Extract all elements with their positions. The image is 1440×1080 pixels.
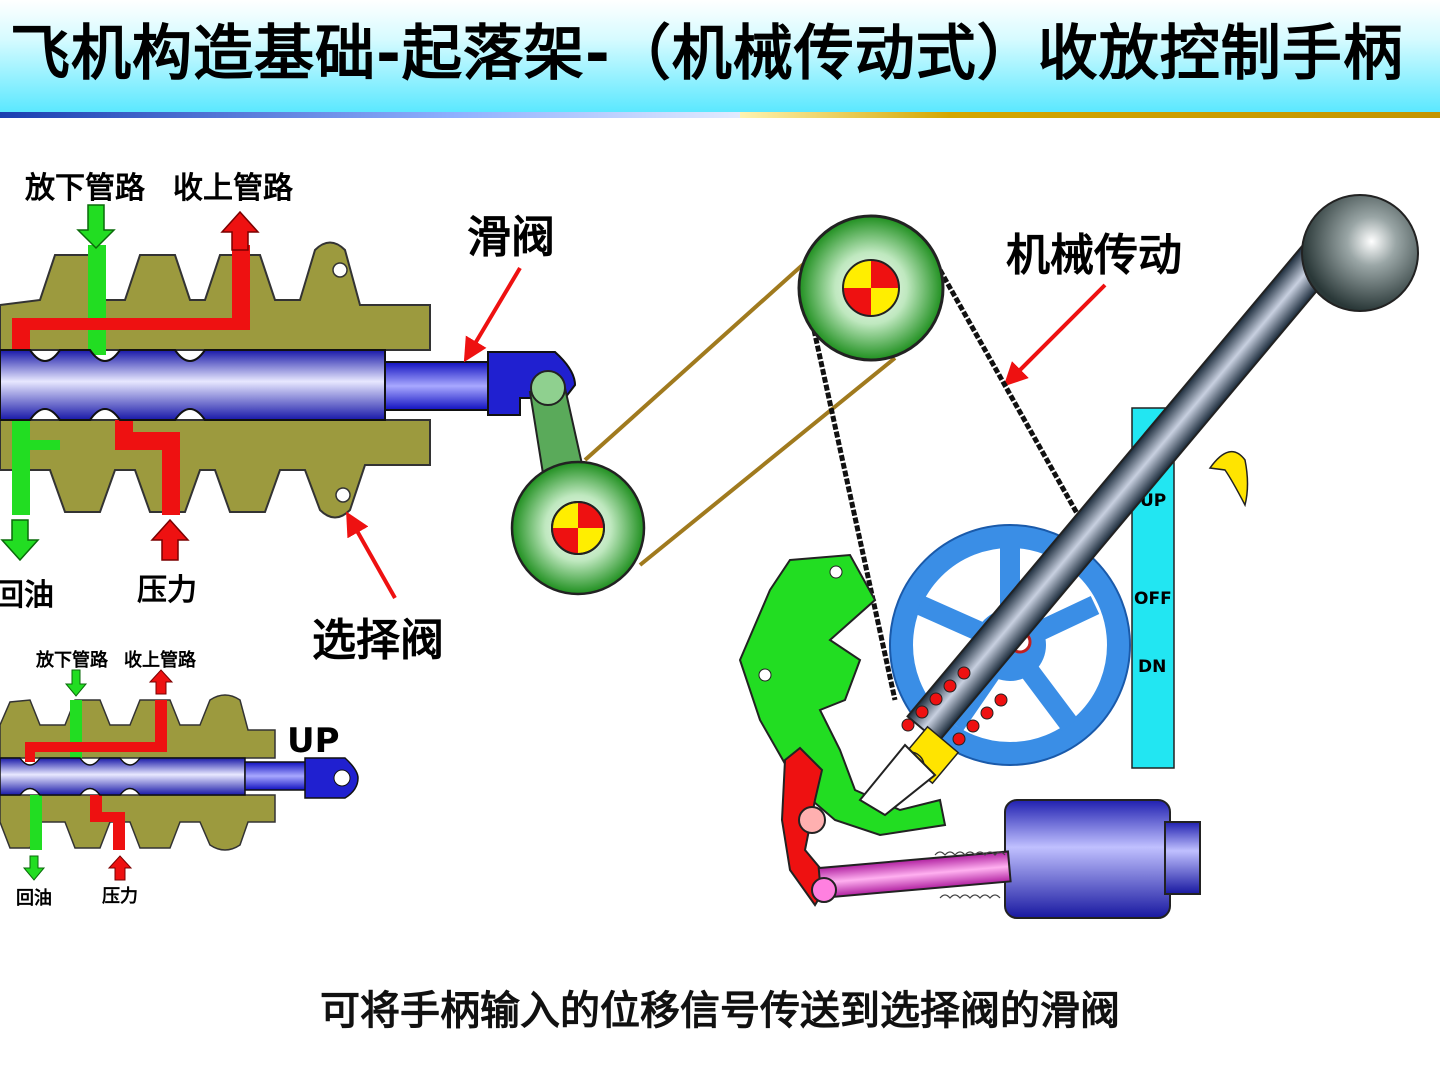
down-passage bbox=[88, 245, 106, 355]
up-line-arrow bbox=[220, 210, 260, 251]
valve-body-lower bbox=[0, 419, 431, 519]
caption-subtitle: 可将手柄输入的位移信号传送到选择阀的滑阀 bbox=[320, 988, 1120, 1034]
drive-pointer bbox=[1003, 283, 1107, 387]
spool bbox=[0, 349, 386, 421]
down-line-arrow bbox=[76, 204, 116, 250]
actuator bbox=[811, 799, 1201, 919]
crank-pin bbox=[530, 370, 566, 406]
drive-belt bbox=[811, 268, 1095, 701]
release-trigger bbox=[1208, 451, 1249, 508]
control-handle[interactable] bbox=[858, 194, 1419, 817]
spool-rod bbox=[384, 361, 491, 411]
selector-pointer bbox=[346, 511, 397, 599]
spool-label: 滑阀 bbox=[467, 212, 555, 263]
return-oil-label: 回油 bbox=[0, 578, 54, 613]
return-arrow bbox=[0, 519, 40, 562]
pressure-label: 压力 bbox=[137, 573, 197, 608]
spool-pointer bbox=[463, 266, 522, 363]
small-up-line-label: 收上管路 bbox=[124, 649, 197, 671]
return-passage bbox=[12, 420, 60, 515]
gate-up-label: UP bbox=[1140, 491, 1166, 511]
small-pressure-label: 压力 bbox=[102, 886, 138, 907]
down-line-label: 放下管路 bbox=[24, 171, 146, 206]
header-rule-left bbox=[0, 112, 760, 118]
flow-arrows-large bbox=[0, 204, 260, 562]
page-title: 飞机构造基础-起落架-（机械传动式）收放控制手柄 bbox=[10, 19, 1404, 89]
small-return-oil-label: 回油 bbox=[16, 887, 52, 909]
landing-gear-control-diagram: 放下管路 收上管路 滑阀 回油 压力 选择阀 机械传动 bbox=[0, 171, 1419, 919]
upper-pulley bbox=[797, 214, 945, 362]
actuator-rod bbox=[817, 850, 1012, 900]
lower-pulley bbox=[510, 460, 646, 596]
small-down-line-label: 放下管路 bbox=[35, 649, 109, 671]
gate-dn-label: DN bbox=[1138, 657, 1166, 677]
title-bar: 飞机构造基础-起落架-（机械传动式）收放控制手柄 bbox=[0, 0, 1440, 112]
gate-off-label: OFF bbox=[1134, 589, 1172, 609]
pressure-arrow bbox=[150, 518, 190, 561]
selector-valve-small bbox=[0, 669, 359, 881]
mechanical-drive-label: 机械传动 bbox=[1006, 230, 1182, 281]
selector-valve-large bbox=[0, 241, 577, 519]
pressure-passage bbox=[115, 420, 180, 515]
up-line-label: 收上管路 bbox=[173, 171, 294, 206]
valve-body-upper bbox=[0, 241, 431, 351]
handle-knob bbox=[1301, 194, 1419, 312]
small-position-label: UP bbox=[287, 721, 340, 761]
header-rule-right bbox=[740, 112, 1440, 118]
crossed-belt bbox=[583, 258, 897, 567]
up-passage bbox=[12, 245, 250, 355]
selector-valve-label: 选择阀 bbox=[312, 615, 444, 666]
